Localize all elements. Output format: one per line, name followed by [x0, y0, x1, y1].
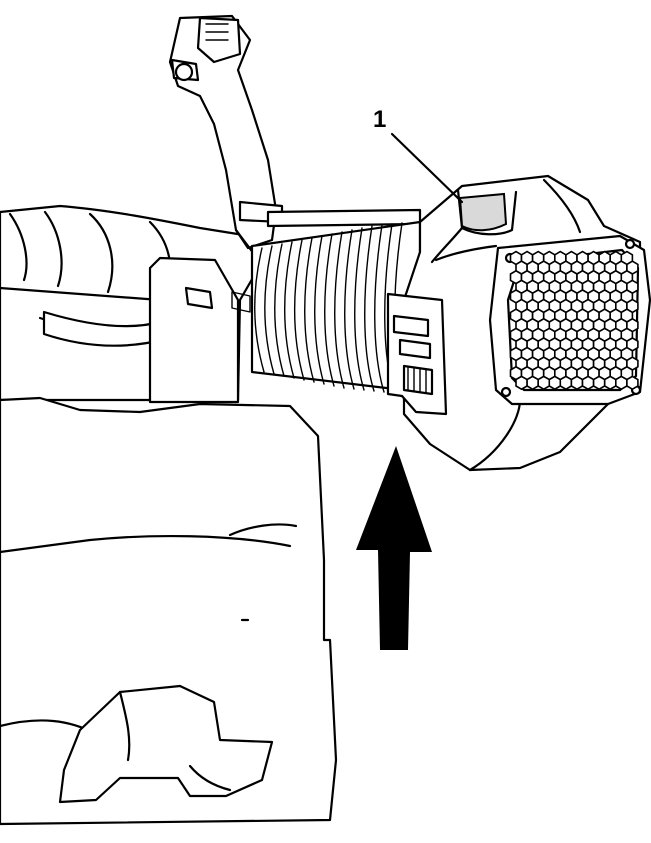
- mesh-cell: [570, 375, 584, 391]
- hexagon-mesh: [509, 250, 639, 391]
- mesh-cell: [515, 375, 528, 391]
- carry-handle: [58, 684, 274, 804]
- intake-grille: [488, 234, 651, 406]
- mesh-cell: [537, 375, 551, 391]
- mesh-cell: [626, 375, 639, 391]
- left-bracket: [148, 256, 251, 404]
- corrugated-hose: [250, 220, 422, 394]
- mesh-cell: [581, 375, 595, 391]
- indicator-window: [458, 192, 508, 232]
- mesh-cell: [559, 375, 573, 391]
- mesh-cell: [614, 375, 628, 391]
- callout-leader-line: [390, 132, 464, 204]
- latch-clip: [386, 292, 448, 416]
- mesh-cell: [548, 375, 562, 391]
- mesh-cell: [603, 375, 617, 391]
- lower-body: [0, 396, 338, 826]
- mesh-cell: [526, 375, 540, 391]
- callout-1-label: 1: [373, 106, 387, 133]
- up-arrow-icon: [356, 446, 432, 650]
- handle: [168, 14, 422, 264]
- mesh-cell: [592, 375, 606, 391]
